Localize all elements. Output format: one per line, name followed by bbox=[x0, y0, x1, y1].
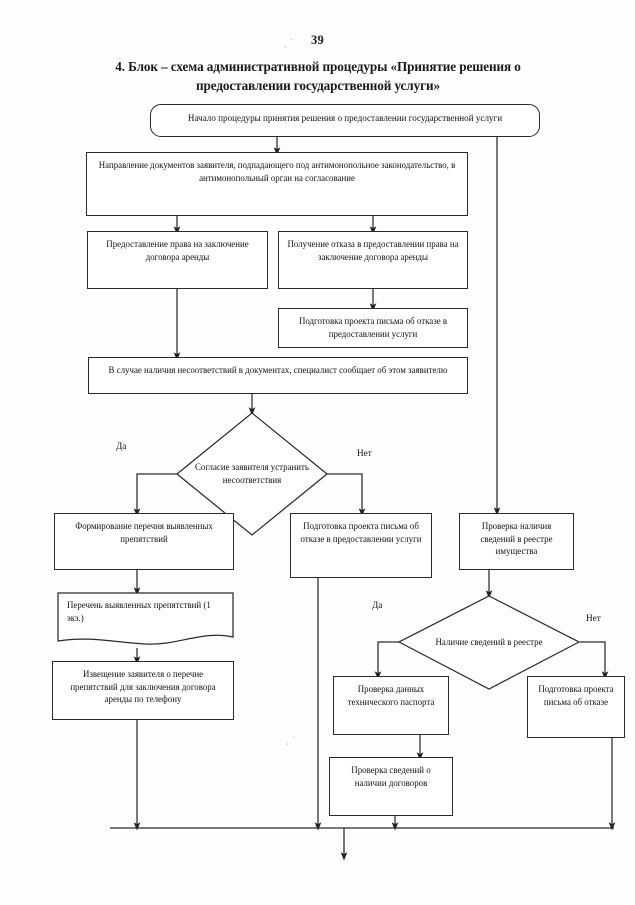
node-start-label: Начало процедуры принятия решения о пред… bbox=[187, 113, 503, 124]
node-check-contracts[interactable]: Проверка сведений о наличии договоров bbox=[329, 757, 453, 816]
node-check-contracts-label: Проверка сведений о наличии договоров bbox=[351, 765, 431, 788]
scan-artifact-top: ˛ ˙ bbox=[284, 38, 294, 49]
node-prepare-refusal-letter-2[interactable]: Подготовка проекта письма об отказе в пр… bbox=[290, 513, 432, 578]
node-prepare-refusal-letter-2-label: Подготовка проекта письма об отказе в пр… bbox=[300, 521, 422, 544]
node-prepare-refusal-short[interactable]: Подготовка проекта письма об отказе bbox=[527, 676, 625, 738]
node-grant-right[interactable]: Предоставление права на заключение догов… bbox=[87, 231, 268, 289]
node-send-docs[interactable]: Направление документов заявителя, подпад… bbox=[86, 152, 468, 216]
branch-label-registry-yes: Да bbox=[372, 600, 383, 610]
node-notify-discrepancies[interactable]: В случае наличия несоответствий в докуме… bbox=[88, 357, 468, 394]
node-check-tech-passport-label: Проверка данных технического паспорта bbox=[347, 684, 435, 707]
branch-label-registry-no: Нет bbox=[586, 613, 601, 623]
page-title: 4. Блок – схема административной процеду… bbox=[115, 59, 521, 94]
diamond-shape-consent bbox=[176, 412, 328, 536]
diamond-shape-registry bbox=[397, 595, 581, 690]
page-number: 39 bbox=[310, 33, 325, 47]
node-prepare-refusal-short-label: Подготовка проекта письма об отказе bbox=[538, 684, 614, 707]
branch-label-consent-yes: Да bbox=[116, 441, 127, 451]
scan-artifact-mid: ˛ ˙ bbox=[286, 735, 296, 746]
node-form-obstacles-list[interactable]: Формирование перечня выявленных препятст… bbox=[54, 513, 234, 570]
node-obstacles-document-label: Перечень выявленных препятствий (1 экз.) bbox=[67, 600, 211, 623]
node-check-registry[interactable]: Проверка наличия сведений в реестре имущ… bbox=[459, 513, 574, 570]
node-refusal-received[interactable]: Получение отказа в предоставлении права … bbox=[278, 231, 468, 289]
node-notify-discrepancies-label: В случае наличия несоответствий в докуме… bbox=[108, 365, 448, 375]
node-obstacles-document[interactable]: Перечень выявленных препятствий (1 экз.) bbox=[57, 592, 234, 648]
node-grant-right-label: Предоставление права на заключение догов… bbox=[106, 239, 249, 262]
node-prepare-refusal-letter[interactable]: Подготовка проекта письма об отказе в пр… bbox=[278, 308, 468, 348]
node-send-docs-label: Направление документов заявителя, подпад… bbox=[98, 160, 456, 183]
document-shape bbox=[57, 592, 234, 645]
node-check-registry-label: Проверка наличия сведений в реестре имущ… bbox=[480, 521, 553, 557]
node-refusal-received-label: Получение отказа в предоставлении права … bbox=[287, 239, 459, 262]
node-notify-applicant-phone-label: Извещение заявителя о перечне препятстви… bbox=[70, 669, 216, 705]
node-check-tech-passport[interactable]: Проверка данных технического паспорта bbox=[333, 676, 449, 735]
node-notify-applicant-phone[interactable]: Извещение заявителя о перечне препятстви… bbox=[52, 661, 234, 720]
branch-label-consent-no: Нет bbox=[357, 448, 372, 458]
node-form-obstacles-list-label: Формирование перечня выявленных препятст… bbox=[75, 521, 213, 544]
node-prepare-refusal-letter-label: Подготовка проекта письма об отказе в пр… bbox=[298, 316, 448, 339]
node-start[interactable]: Начало процедуры принятия решения о пред… bbox=[150, 104, 540, 137]
